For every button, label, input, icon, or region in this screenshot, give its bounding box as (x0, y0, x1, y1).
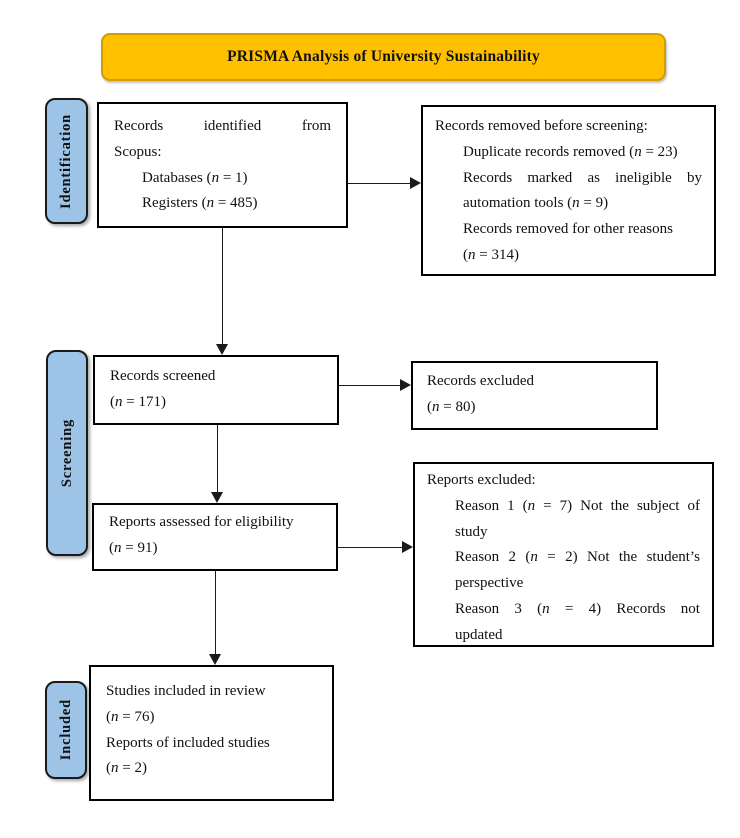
arrow-shaft (338, 546, 404, 548)
stage-tab-included-label: Included (57, 699, 74, 761)
arrow-screened-to-excluded (339, 379, 411, 392)
box-text-line: Records excluded (427, 373, 535, 389)
arrow-shaft (339, 384, 402, 386)
box-text-line: Records removed for other reasons (463, 221, 673, 238)
box-records-screened: Records screened (n = 171) (93, 355, 339, 425)
box-studies-included-in-review: Studies included in review (n = 76) Report… (89, 665, 334, 801)
box-text-line: (n = 76) (106, 708, 155, 725)
box-text-line: Reports excluded: (427, 472, 536, 488)
box-text-line: Registers (n = 485) (142, 195, 258, 212)
box-text-line: (n = 171) (110, 393, 166, 410)
arrow-head-down-icon (216, 344, 228, 355)
arrow-identified-to-screened (216, 228, 229, 355)
box-text-line: (n = 2) (106, 760, 147, 777)
box-text-line: Records screened (110, 368, 216, 384)
box-text-line: Records removed before screening: (435, 118, 648, 134)
arrow-screened-to-assessed (211, 425, 224, 503)
arrow-head-down-icon (211, 492, 223, 503)
box-text-line: perspective (455, 575, 524, 592)
box-text-line: study (455, 523, 488, 540)
stage-tab-screening: Screening (46, 350, 88, 556)
arrow-identified-to-removed (348, 177, 421, 190)
arrow-head-right-icon (410, 177, 421, 189)
box-text-line: automation tools (n = 9) (463, 195, 609, 212)
box-text-line: Duplicate records removed (n = 23) (463, 143, 678, 160)
box-text-line: (n = 314) (463, 246, 519, 263)
box-reports-assessed-for-eligibility: Reports assessed for eligibility (n = 91) (92, 503, 338, 571)
box-text-line: (n = 91) (109, 539, 158, 556)
stage-tab-screening-label: Screening (58, 418, 75, 488)
box-records-excluded: Records excluded (n = 80) (411, 361, 658, 430)
box-text-line: Reports of included studies (106, 734, 270, 751)
box-records-removed-before-screening: Records removed before screening: Duplica… (421, 105, 716, 276)
arrow-shaft (216, 425, 218, 494)
arrow-head-down-icon (209, 654, 221, 665)
stage-tab-identification-label: Identification (58, 113, 74, 209)
box-text-line: Studies included in review (106, 683, 266, 699)
box-text-line: updated (455, 626, 503, 643)
arrow-shaft (348, 182, 412, 184)
box-text-line: Scopus: (114, 143, 162, 160)
box-text-line: (n = 80) (427, 398, 476, 415)
arrow-head-right-icon (402, 541, 413, 553)
stage-tab-included: Included (45, 681, 87, 779)
box-text-line: Reports assessed for eligibility (109, 514, 294, 530)
diagram-title-banner: PRISMA Analysis of University Sustainabi… (101, 33, 666, 81)
box-text-line: Databases (n = 1) (142, 169, 248, 186)
stage-tab-identification: Identification (45, 98, 88, 224)
arrow-shaft (221, 228, 223, 346)
arrow-assessed-to-reports-excluded (338, 541, 413, 554)
arrow-shaft (214, 571, 216, 656)
arrow-head-right-icon (400, 379, 411, 391)
arrow-assessed-to-included (209, 571, 222, 665)
diagram-title: PRISMA Analysis of University Sustainabi… (227, 48, 540, 65)
